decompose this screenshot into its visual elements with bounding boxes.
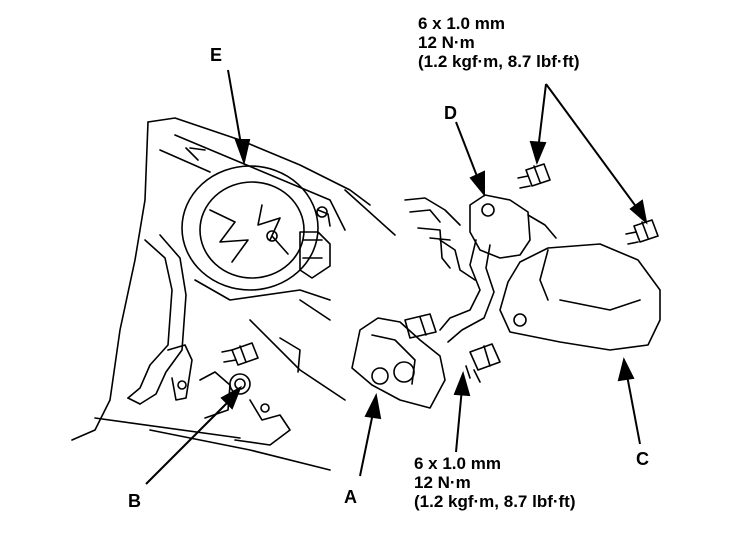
callout-b: B [128, 491, 141, 511]
torque-alt-label: (1.2 kgf·m, 8.7 lbf·ft) [418, 52, 580, 71]
torque-spec-top: 6 x 1.0 mm 12 N·m (1.2 kgf·m, 8.7 lbf·ft… [418, 14, 580, 71]
wiring-harness-d [404, 194, 557, 343]
bolt-size-label: 6 x 1.0 mm [414, 454, 501, 473]
bolt-left [221, 342, 259, 366]
bolt-size-label: 6 x 1.0 mm [418, 14, 505, 33]
leader-e [227, 69, 251, 166]
bolt-a-bottom [465, 343, 501, 383]
torque-nm-label: 12 N·m [418, 33, 475, 52]
leader-top-1 [529, 83, 547, 165]
leader-d [455, 121, 485, 197]
bolt-top-right [625, 219, 659, 245]
leader-bottom-bolt [453, 370, 471, 453]
callout-d: D [444, 103, 457, 123]
pulley-assembly-e [181, 165, 331, 301]
bolt-top-left [517, 163, 551, 189]
part-a-housing [351, 313, 446, 409]
torque-nm-label: 12 N·m [414, 473, 471, 492]
leader-c [617, 357, 641, 445]
engine-block-outline [71, 117, 396, 471]
leader-b [145, 385, 242, 485]
part-c-cover [499, 243, 661, 351]
coolant-hose-left [127, 234, 187, 405]
torque-spec-bottom: 6 x 1.0 mm 12 N·m (1.2 kgf·m, 8.7 lbf·ft… [414, 454, 576, 511]
leader-a [359, 392, 382, 477]
callout-e: E [210, 45, 223, 65]
callout-a: A [344, 487, 357, 507]
bracket-b-area [167, 337, 301, 446]
torque-alt-label: (1.2 kgf·m, 8.7 lbf·ft) [414, 492, 576, 511]
callout-c: C [636, 449, 649, 469]
leader-top-2 [545, 83, 648, 225]
